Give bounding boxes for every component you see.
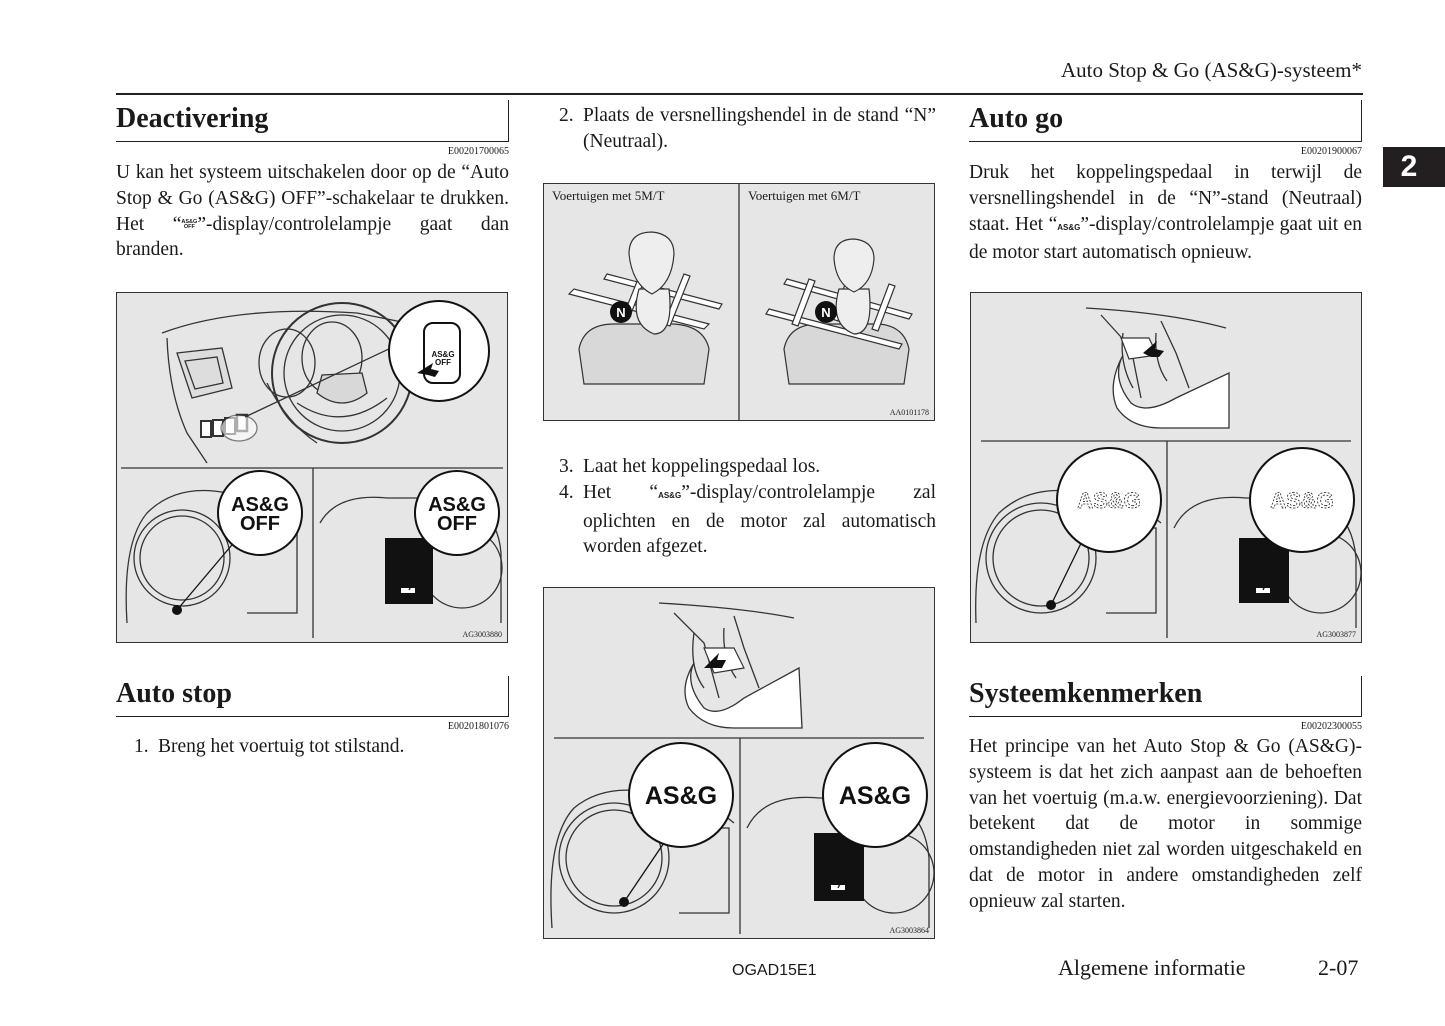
systeemkenmerken-paragraph: Het principe van het Auto Stop & Go (AS&… xyxy=(969,736,1362,912)
figure-label-5mt: Voertuigen met 5M/T xyxy=(552,188,665,203)
press-arrow-icon xyxy=(417,363,439,377)
page-number: 2-07 xyxy=(1318,955,1359,980)
footer-section-title: Algemene informatie xyxy=(1058,955,1246,980)
clutch-pedal-illustration: AS&G AS&G xyxy=(550,602,934,934)
auto-stop-steps: 1. Breng het voertuig tot stilstand. xyxy=(134,734,509,760)
neutral-mark: N xyxy=(821,305,830,320)
paragraph-text: U kan het systeem uitschakelen door op d… xyxy=(116,162,509,235)
indicator-label: AS&G xyxy=(839,782,911,810)
auto-go-paragraph: Druk het koppelingspedaal in terwijl de … xyxy=(969,160,1362,266)
header-rule xyxy=(116,93,1363,95)
auto-stop-heading-box: Auto stop xyxy=(116,676,509,717)
figure-code: AA0101178 xyxy=(889,408,929,417)
figure-code: AG3003880 xyxy=(462,630,502,639)
step-number: 3. xyxy=(559,456,574,477)
deactivering-heading-box: Deactivering xyxy=(116,100,509,142)
section-heading: Deactivering xyxy=(116,103,269,134)
step-text: Plaats de versnellingshendel in de stand… xyxy=(583,105,936,152)
footer-doc-code: OGAD15E1 xyxy=(732,962,817,979)
running-header-title: Auto Stop & Go (AS&G)-systeem* xyxy=(1061,58,1362,82)
step-text: ”-display/controlelampje zal oplichten e… xyxy=(583,481,937,558)
figure-code: AG3003877 xyxy=(1316,630,1356,639)
systeemkenmerken-heading-box: Systeemkenmerken xyxy=(969,676,1362,717)
section-code: E00202300055 xyxy=(1300,721,1362,732)
step-text: Het “ xyxy=(583,481,659,503)
indicator-label-off: AS&G xyxy=(1270,488,1334,513)
indicator-label-off: AS&G xyxy=(1077,488,1141,513)
indicator-label: AS&G xyxy=(645,782,717,810)
section-code: E00201700065 xyxy=(447,146,509,157)
step-item: 4. Het “AS&G”-display/controlelampje zal … xyxy=(559,480,936,560)
press-arrow-icon xyxy=(1143,341,1164,357)
paragraph-text: ”-display/controlelampje gaat dan brande… xyxy=(116,213,510,261)
asg-inline-icon: AS&G xyxy=(1057,222,1081,232)
figure-code: AG3003864 xyxy=(889,926,929,935)
step-text: Breng het voertuig tot stilstand. xyxy=(158,736,405,757)
section-code: E00201801076 xyxy=(447,721,509,732)
clutch-release-figure: AS&G AS&G AG3003864 xyxy=(543,587,935,939)
auto-go-heading-box: Auto go xyxy=(969,100,1362,142)
clutch-press-illustration: AS&G AS&G xyxy=(975,307,1361,638)
inline-icon-line: OFF xyxy=(183,224,195,231)
step-text: Laat het koppelingspedaal los. xyxy=(583,456,821,477)
step-2-list: 2. Plaats de versnellingshendel in de sta… xyxy=(559,103,936,155)
step-item: 1. Breng het voertuig tot stilstand. xyxy=(134,734,509,760)
section-heading: Systeemkenmerken xyxy=(969,678,1203,709)
steps-3-4-list: 3. Laat het koppelingspedaal los. 4. Het “… xyxy=(559,454,936,560)
section-heading: Auto go xyxy=(969,103,1064,134)
section-code: E00201900067 xyxy=(1300,146,1362,157)
step-item: 2. Plaats de versnellingshendel in de sta… xyxy=(559,103,936,155)
step-number: 1. xyxy=(134,736,149,757)
neutral-mark: N xyxy=(616,305,625,320)
release-arrow-icon xyxy=(704,653,726,668)
step-number: 4. xyxy=(559,481,574,503)
asg-inline-icon: AS&G xyxy=(658,490,682,500)
section-heading: Auto stop xyxy=(116,678,232,709)
step-item: 3. Laat het koppelingspedaal los. xyxy=(559,454,936,480)
paragraph-text: ”-display/controlelampje gaat uit en de … xyxy=(969,213,1362,264)
deactivering-paragraph: U kan het systeem uitschakelen door op d… xyxy=(116,160,509,263)
gear-shift-illustration: N N xyxy=(567,184,913,420)
auto-go-figure: AS&G AS&G AG3003877 xyxy=(970,292,1362,643)
paragraph-text: Druk het koppelingspedaal in terwijl de … xyxy=(969,162,1362,235)
figure-label-6mt: Voertuigen met 6M/T xyxy=(748,188,861,203)
inline-icon-line: AS&G xyxy=(181,218,198,225)
chapter-tab[interactable]: 2 xyxy=(1383,147,1445,187)
step-number: 2. xyxy=(559,105,574,126)
gear-shift-figure: Voertuigen met 5M/T Voertuigen met 6M/T … xyxy=(543,183,935,421)
